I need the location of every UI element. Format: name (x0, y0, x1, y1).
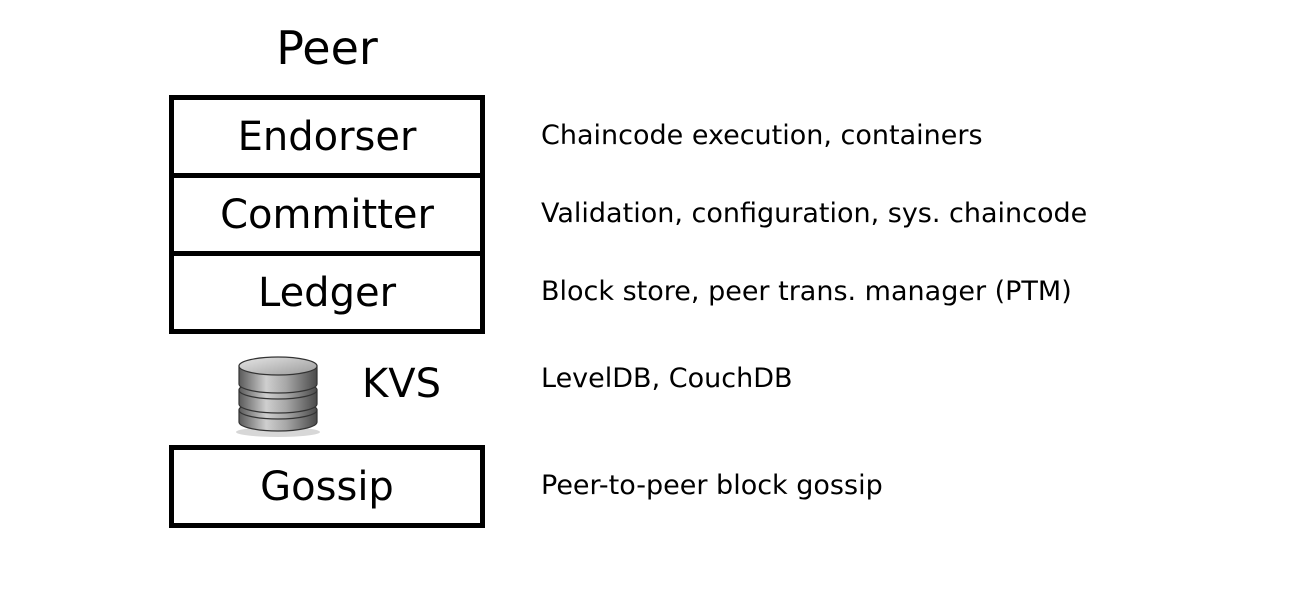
layer-gossip: Gossip (169, 445, 485, 528)
committer-description: Validation, configuration, sys. chaincod… (541, 198, 1088, 229)
layer-endorser: Endorser (237, 113, 417, 160)
database-icon (236, 356, 320, 437)
layer-ledger: Ledger (174, 251, 480, 329)
peer-layer-stack: Endorser Committer Ledger (169, 95, 485, 334)
layer-committer: Committer (174, 173, 480, 251)
gossip-description: Peer-to-peer block gossip (541, 470, 883, 501)
diagram-title: Peer (276, 21, 378, 75)
ledger-description: Block store, peer trans. manager (PTM) (541, 276, 1072, 307)
kvs-description: LevelDB, CouchDB (541, 363, 793, 394)
kvs-label: KVS (362, 361, 441, 407)
endorser-description: Chaincode execution, containers (541, 120, 983, 151)
